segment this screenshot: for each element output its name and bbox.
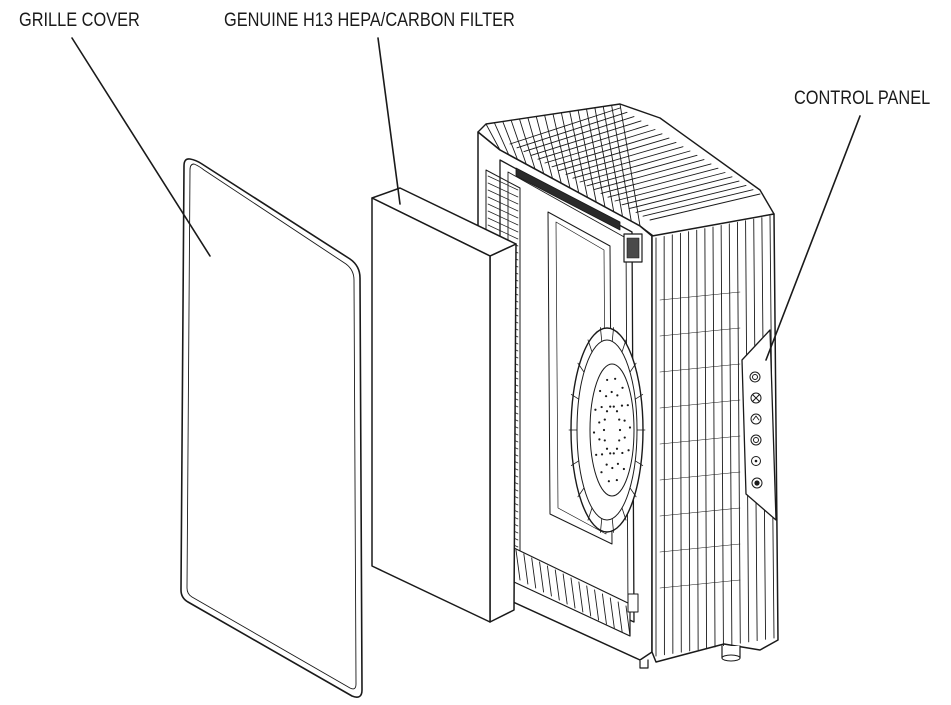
fan-assembly	[568, 327, 646, 533]
control-buttons	[749, 371, 763, 489]
grille-cover	[180, 158, 363, 698]
fan-icon	[750, 392, 762, 404]
grille-cover-label: GRILLE COVER	[19, 10, 140, 31]
control-panel-label: CONTROL PANEL	[794, 88, 931, 109]
timer-icon	[750, 434, 762, 446]
control-panel-leader	[765, 115, 861, 361]
filter-label: GENUINE H13 HEPA/CARBON FILTER	[224, 10, 515, 31]
leader-lines	[71, 37, 861, 361]
auto-mode-icon	[750, 413, 762, 425]
filter-leader	[377, 37, 401, 205]
grille-cover-leader	[71, 37, 211, 257]
power-icon	[749, 371, 761, 383]
hepa-carbon-filter	[371, 187, 517, 623]
light-icon	[751, 456, 761, 466]
night-mode-icon	[751, 477, 763, 489]
purifier-housing	[477, 103, 779, 669]
